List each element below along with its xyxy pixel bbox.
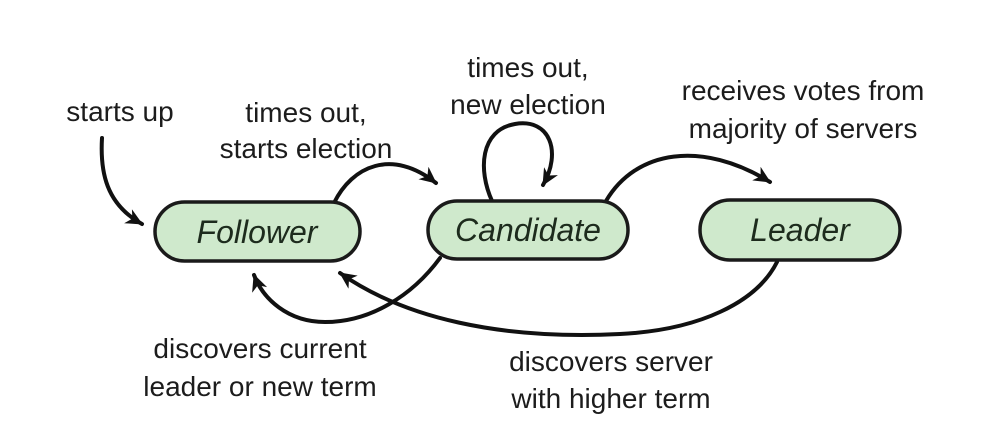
label-candidate-to-follower-line1: discovers current (153, 333, 366, 364)
state-leader-label: Leader (750, 212, 851, 248)
arrow-candidate-to-follower (252, 256, 442, 325)
state-follower-label: Follower (197, 214, 319, 250)
label-follower-to-candidate-line1: times out, (245, 97, 366, 128)
arrow-candidate-to-leader (604, 153, 772, 203)
label-candidate-to-follower-line2: leader or new term (143, 371, 376, 402)
arrow-leader-to-follower (338, 260, 779, 337)
label-candidate-to-leader: receives votes from majority of servers (682, 75, 925, 144)
state-candidate-shape (426, 199, 630, 261)
label-leader-to-follower: discovers server with higher term (509, 346, 713, 414)
label-candidate-to-follower: discovers current leader or new term (143, 333, 376, 402)
state-follower-shape (153, 200, 362, 263)
label-follower-to-candidate: times out, starts election (220, 97, 393, 164)
state-candidate: Candidate (426, 199, 630, 261)
state-leader: Leader (698, 198, 902, 262)
state-follower: Follower (153, 200, 362, 263)
label-candidate-self-loop-line1: times out, (467, 52, 588, 83)
arrow-follower-to-candidate (332, 162, 438, 205)
label-candidate-self-loop-line2: new election (450, 89, 606, 120)
label-follower-to-candidate-line2: starts election (220, 133, 393, 164)
label-starts-up: starts up (66, 96, 173, 127)
label-candidate-self-loop: times out, new election (450, 52, 606, 120)
arrow-starts-up (99, 136, 144, 226)
arrow-candidate-self-loop (481, 121, 558, 203)
label-candidate-to-leader-line2: majority of servers (689, 113, 918, 144)
state-candidate-label: Candidate (455, 212, 601, 248)
state-leader-shape (698, 198, 902, 262)
label-leader-to-follower-line2: with higher term (510, 383, 710, 414)
label-candidate-to-leader-line1: receives votes from (682, 75, 925, 106)
label-leader-to-follower-line1: discovers server (509, 346, 713, 377)
